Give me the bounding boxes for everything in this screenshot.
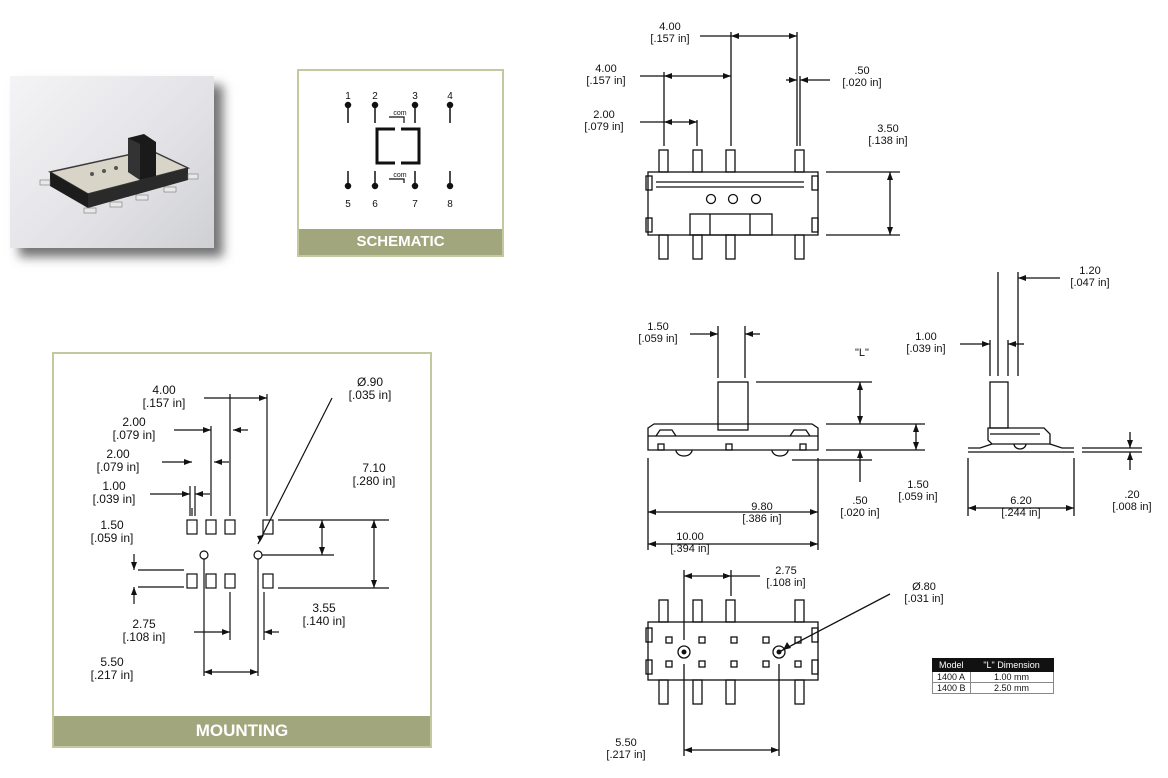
table-row: 1400 A 1.00 mm: [932, 671, 1054, 683]
dim-label: [.039 in]: [93, 492, 136, 506]
pin-label: 1: [345, 91, 351, 102]
dim-label: [.020 in]: [842, 77, 881, 89]
schematic-panel: 1 2 3 4 com com: [297, 69, 504, 257]
dim-label: [.157 in]: [650, 33, 689, 45]
dim-label: [.386 in]: [742, 513, 781, 525]
side-view: 1.20 [.047 in] 1.00 [.039 in] 6.20 [.244…: [906, 265, 1151, 519]
pin-label: 8: [447, 199, 453, 210]
dim-label: Ø.90: [357, 375, 383, 389]
dim-label: .50: [854, 65, 869, 77]
dim-label: 2.00: [122, 415, 146, 429]
pin-label: 5: [345, 199, 351, 210]
dim-label: [.008 in]: [1112, 501, 1151, 513]
dim-label: .50: [852, 495, 867, 507]
pin-label: 2: [372, 91, 378, 102]
dim-label: [.039 in]: [906, 343, 945, 355]
schematic-label: SCHEMATIC: [299, 229, 502, 255]
dim-label: 4.00: [595, 63, 616, 75]
bottom-view: 2.75 [.108 in] Ø.80 [.031 in] 5.50 [.217…: [606, 565, 943, 761]
dim-label: 5.50: [615, 737, 636, 749]
dim-label: [.047 in]: [1070, 277, 1109, 289]
dim-label: 1.50: [907, 479, 928, 491]
com-label: com: [393, 172, 406, 179]
dim-label: [.059 in]: [898, 491, 937, 503]
dim-label: [.020 in]: [840, 507, 879, 519]
dim-label: [.059 in]: [91, 531, 134, 545]
dim-label: [.079 in]: [113, 428, 156, 442]
dim-label: [.035 in]: [349, 388, 392, 402]
mounting-label: MOUNTING: [54, 716, 430, 746]
dim-label: 7.10: [362, 461, 386, 475]
dim-label: [.140 in]: [303, 614, 346, 628]
dim-label: [.138 in]: [868, 135, 907, 147]
l-dimension-table: Model "L" Dimension 1400 A 1.00 mm 1400 …: [932, 658, 1054, 694]
dim-label: 4.00: [152, 383, 176, 397]
dim-label: [.079 in]: [584, 121, 623, 133]
table-cell: 1400 A: [932, 671, 971, 683]
pin-label: 7: [412, 199, 418, 210]
dim-label: 1.50: [647, 321, 668, 333]
dim-label: 10.00: [676, 531, 704, 543]
table-header-row: Model "L" Dimension: [932, 658, 1054, 672]
dim-label: [.217 in]: [91, 668, 134, 682]
dim-label: 3.55: [312, 601, 336, 615]
dim-label: 2.00: [593, 109, 614, 121]
com-label: com: [393, 110, 406, 117]
dim-label: 1.50: [100, 518, 124, 532]
mounting-panel: 4.00 [.157 in] 2.00 [.079 in] 2.00 [.079…: [52, 352, 432, 748]
dim-label: 1.00: [102, 479, 126, 493]
l-dimension-label: "L": [855, 347, 869, 359]
dim-label: .20: [1124, 489, 1139, 501]
product-photo: [10, 76, 214, 248]
pin-label: 6: [372, 199, 378, 210]
dim-label: [.031 in]: [904, 593, 943, 605]
pin-label: 4: [447, 91, 453, 102]
dim-label: 2.75: [775, 565, 796, 577]
dim-label: [.059 in]: [638, 333, 677, 345]
table-cell: 2.50 mm: [969, 682, 1054, 694]
top-view: 4.00 [.157 in] 4.00 [.157 in] 2.00 [.079…: [584, 21, 908, 260]
dim-label: 5.50: [100, 655, 124, 669]
dim-label: [.108 in]: [123, 630, 166, 644]
dim-label: [.280 in]: [353, 474, 396, 488]
dim-label: [.244 in]: [1001, 507, 1040, 519]
dim-label: [.394 in]: [670, 543, 709, 555]
dim-label: [.108 in]: [766, 577, 805, 589]
dim-label: Ø.80: [912, 581, 936, 593]
table-header: "L" Dimension: [969, 658, 1054, 672]
dim-label: 9.80: [751, 501, 772, 513]
table-cell: 1400 B: [932, 682, 971, 694]
dim-label: 4.00: [659, 21, 680, 33]
switch-photo-illustration: [39, 134, 199, 214]
mounting-diagram: 4.00 [.157 in] 2.00 [.079 in] 2.00 [.079…: [91, 375, 396, 682]
front-view: 1.50 [.059 in] "L" 1.50 [.059 in] .50 [.…: [638, 321, 937, 555]
dim-label: 6.20: [1010, 495, 1031, 507]
table-cell: 1.00 mm: [969, 671, 1054, 683]
dim-label: [.157 in]: [586, 75, 625, 87]
dim-label: 3.50: [877, 123, 898, 135]
dim-label: 1.20: [1079, 265, 1100, 277]
pin-label: 3: [412, 91, 418, 102]
schematic-diagram: 1 2 3 4 com com: [344, 91, 454, 210]
dim-label: 2.75: [132, 617, 156, 631]
dim-label: [.079 in]: [97, 460, 140, 474]
table-header: Model: [932, 658, 971, 672]
dim-label: [.217 in]: [606, 749, 645, 761]
dim-label: 1.00: [915, 331, 936, 343]
dim-label: 2.00: [106, 447, 130, 461]
table-row: 1400 B 2.50 mm: [932, 682, 1054, 694]
dim-label: [.157 in]: [143, 396, 186, 410]
